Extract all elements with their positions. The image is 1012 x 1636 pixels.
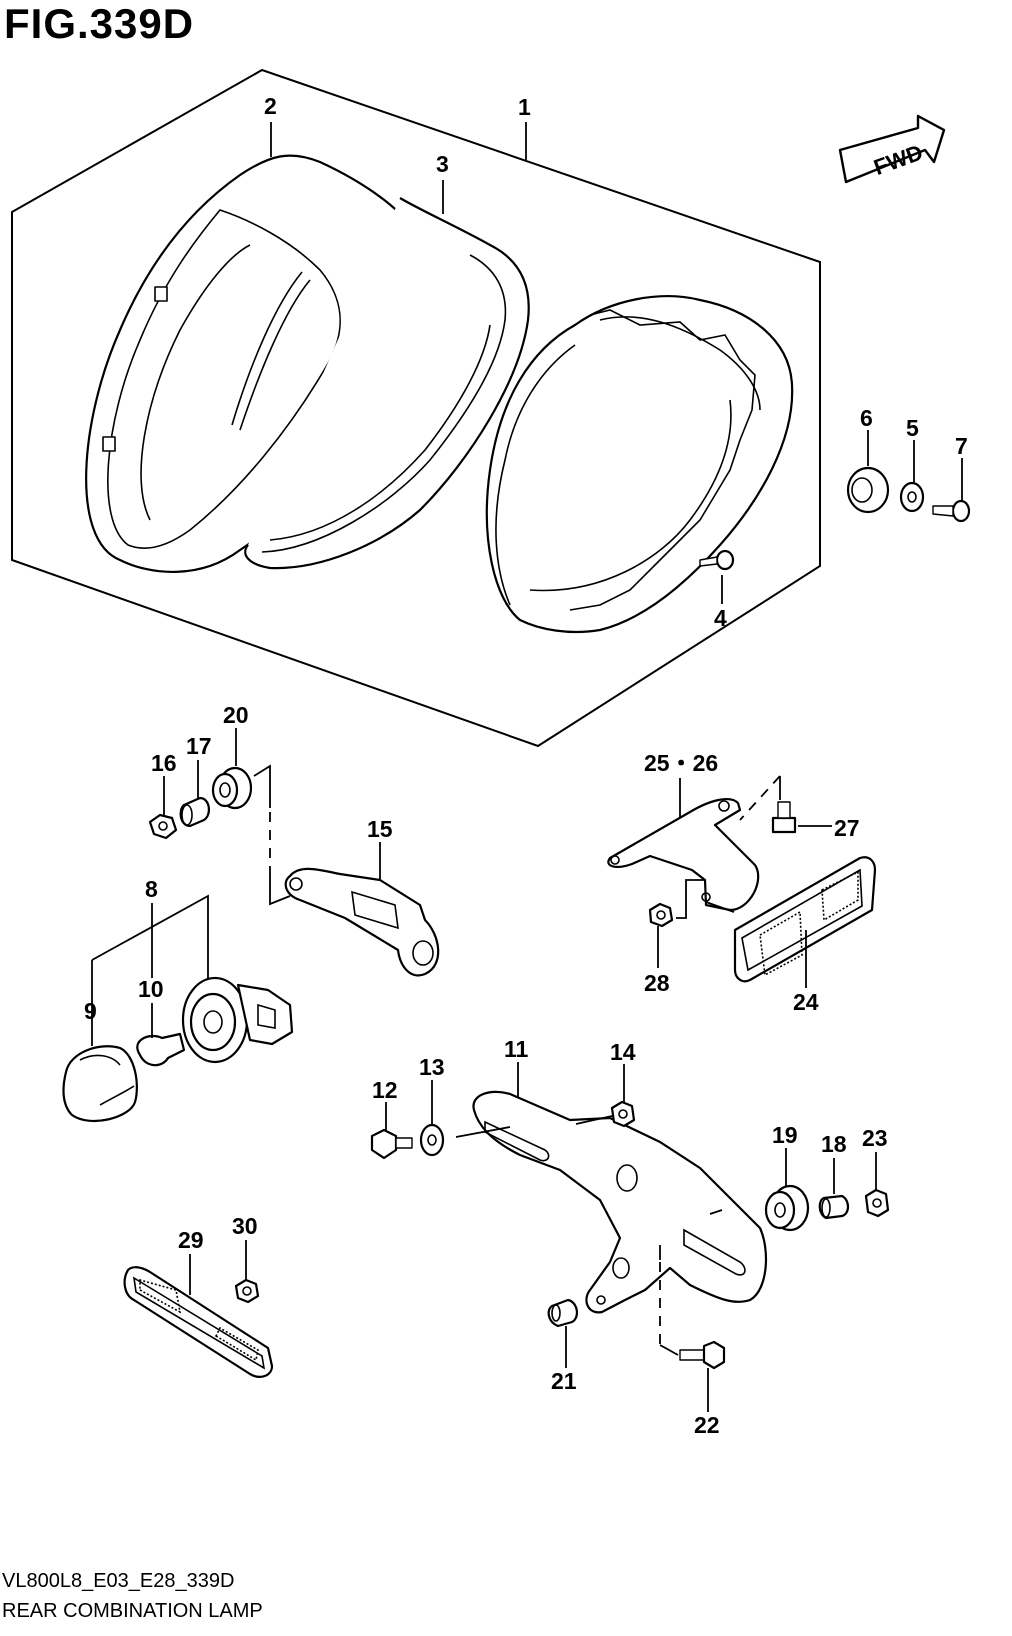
grommet-part-20 <box>211 766 253 810</box>
callout-27: 27 <box>834 815 860 841</box>
callout-17: 17 <box>186 733 212 759</box>
washer-part-5 <box>899 481 925 513</box>
washer-part-13 <box>419 1123 445 1157</box>
callout-28: 28 <box>644 970 670 996</box>
nut-part-30 <box>234 1278 260 1304</box>
screw-part-4 <box>699 549 735 571</box>
reflector-part-24 <box>733 856 877 983</box>
callout-23: 23 <box>862 1125 888 1151</box>
bolt-part-22 <box>679 1340 726 1370</box>
bracket-part-15 <box>284 867 440 977</box>
gasket-part-3 <box>244 197 530 570</box>
reflector-part-29 <box>123 1266 274 1378</box>
callout-22: 22 <box>694 1412 720 1438</box>
callout-15: 15 <box>367 816 393 842</box>
callout-5: 5 <box>906 415 919 441</box>
callout-2: 2 <box>264 93 277 119</box>
bracket-part-11 <box>472 1090 768 1314</box>
figure-name: REAR COMBINATION LAMP <box>2 1600 263 1622</box>
callout-3: 3 <box>436 151 449 177</box>
callout-19: 19 <box>772 1122 798 1148</box>
callout-1: 1 <box>518 94 531 120</box>
nut-part-23 <box>864 1188 890 1218</box>
bolt-part-12 <box>370 1128 413 1160</box>
socket-part-8 <box>181 976 294 1064</box>
callout-25-26: 25・26 <box>644 750 718 776</box>
callout-18: 18 <box>821 1131 847 1157</box>
screw-part-7 <box>932 499 971 523</box>
callout-11: 11 <box>504 1036 529 1062</box>
lamp-body-part-1 <box>485 295 794 634</box>
collar-part-21 <box>547 1298 578 1328</box>
nut-part-16 <box>148 813 178 840</box>
callout-10: 10 <box>138 976 164 1002</box>
callout-8: 8 <box>145 876 158 902</box>
grommet-part-6 <box>846 466 890 514</box>
callout-4: 4 <box>714 605 727 631</box>
callout-21: 21 <box>551 1368 577 1394</box>
callout-6: 6 <box>860 405 873 431</box>
collar-part-18 <box>818 1194 850 1220</box>
callout-24: 24 <box>793 989 819 1015</box>
figure-caption: VL800L8_E03_E28_339D REAR COMBINATION LA… <box>2 1566 263 1626</box>
callout-12: 12 <box>372 1077 398 1103</box>
callout-9: 9 <box>84 998 97 1024</box>
collar-part-17 <box>179 796 210 828</box>
assembly-outline <box>11 68 821 748</box>
bracket-part-25-26 <box>607 798 760 912</box>
nut-part-28 <box>648 902 674 928</box>
callout-7: 7 <box>955 433 968 459</box>
fwd-arrow-icon: FWD <box>838 114 946 184</box>
callout-20: 20 <box>223 702 249 728</box>
callout-14: 14 <box>610 1039 636 1065</box>
callout-29: 29 <box>178 1227 204 1253</box>
figure-title: FIG.339D <box>4 0 195 47</box>
callout-16: 16 <box>151 750 177 776</box>
nut-part-14 <box>610 1100 636 1128</box>
lens-part-9 <box>62 1045 138 1123</box>
grommet-part-19 <box>764 1184 810 1232</box>
bulb-part-10 <box>136 1032 186 1067</box>
model-code: VL800L8_E03_E28_339D <box>2 1570 235 1592</box>
callout-13: 13 <box>419 1054 445 1080</box>
bolt-part-27 <box>771 801 797 834</box>
callout-30: 30 <box>232 1213 258 1239</box>
